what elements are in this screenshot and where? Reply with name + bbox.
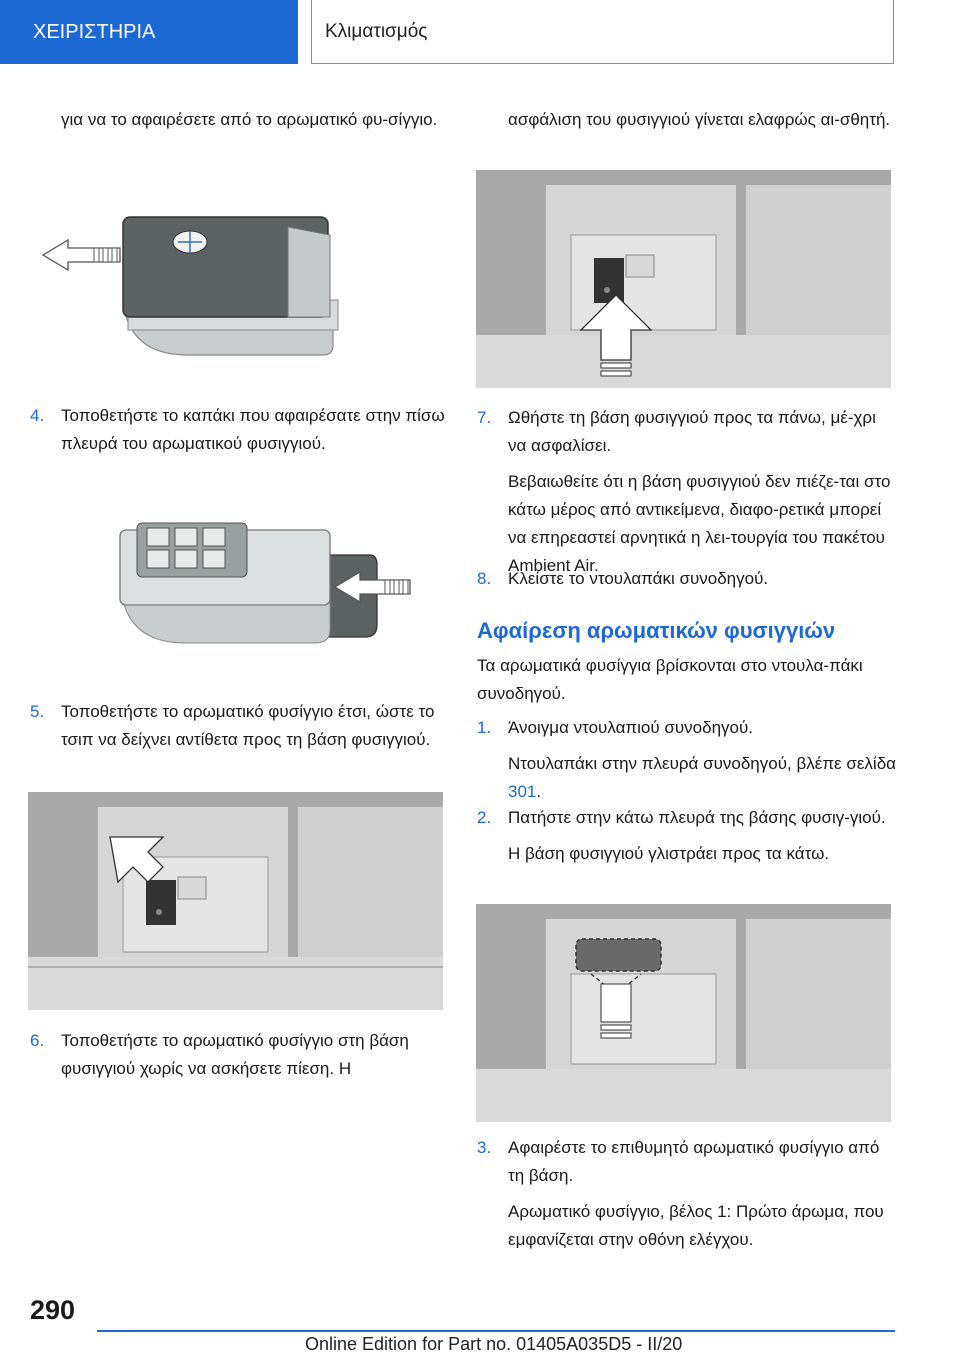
- step-5: 5. Τοποθετήστε το αρωματικό φυσίγγιο έτσ…: [30, 698, 445, 754]
- section-step-2: 2. Πατήστε στην κάτω πλευρά της βάσης φυ…: [477, 804, 897, 868]
- figure-glovebox-push-up: [476, 170, 891, 388]
- figure-glovebox-insert: [28, 792, 443, 1010]
- step-8-text: Κλείστε το ντουλαπάκι συνοδηγού.: [508, 569, 769, 588]
- section-step-2-text: Πατήστε στην κάτω πλευρά της βάσης φυσιγ…: [508, 808, 886, 827]
- step-6: 6. Τοποθετήστε το αρωματικό φυσίγγιο στη…: [30, 1027, 445, 1083]
- section-heading: Αφαίρεση αρωματικών φυσιγγιών: [477, 618, 836, 643]
- section-step-3-text: Αφαιρέστε το επιθυμητό αρωματικό φυσίγγι…: [508, 1138, 880, 1185]
- step-4-text: Τοποθετήστε το καπάκι που αφαιρέσατε στη…: [61, 406, 445, 453]
- footer-edition: Online Edition for Part no. 01405A035D5 …: [305, 1334, 683, 1354]
- step-6-number: 6.: [30, 1031, 45, 1050]
- footer-divider: [97, 1330, 895, 1332]
- section-step-2-note: Η βάση φυσιγγιού γλιστράει προς τα κάτω.: [508, 844, 830, 863]
- page-reference-link[interactable]: 301: [508, 782, 537, 801]
- section-step-1-note: Ντουλαπάκι στην πλευρά συνοδηγού, βλέπε …: [508, 754, 896, 801]
- right-intro-text: ασφάλιση του φυσιγγιού γίνεται ελαφρώς α…: [508, 110, 891, 129]
- section-step-3-number: 3.: [477, 1138, 492, 1157]
- step-4: 4. Τοποθετήστε το καπάκι που αφαιρέσατε …: [30, 402, 445, 458]
- section-step-3: 3. Αφαιρέστε το επιθυμητό αρωματικό φυσί…: [477, 1134, 897, 1254]
- step-7-note: Βεβαιωθείτε ότι η βάση φυσιγγιού δεν πιέ…: [508, 472, 891, 575]
- step-7: 7. Ωθήστε τη βάση φυσιγγιού προς τα πάνω…: [477, 404, 897, 580]
- section-step-1-number: 1.: [477, 718, 492, 737]
- section-intro: Τα αρωματικά φυσίγγια βρίσκονται στο ντο…: [477, 656, 863, 703]
- section-step-2-number: 2.: [477, 808, 492, 827]
- step-8: 8. Κλείστε το ντουλαπάκι συνοδηγού.: [477, 565, 897, 593]
- figure-cap-removal: [38, 205, 398, 370]
- header-chapter-title: Κλιματισμός: [311, 0, 894, 64]
- step-7-text: Ωθήστε τη βάση φυσιγγιού προς τα πάνω, μ…: [508, 408, 876, 455]
- step-7-number: 7.: [477, 408, 492, 427]
- section-step-3-note: Αρωματικό φυσίγγιο, βέλος 1: Πρώτο άρωμα…: [508, 1202, 884, 1249]
- left-intro-text: για να το αφαιρέσετε από το αρωματικό φυ…: [61, 110, 438, 129]
- step-4-number: 4.: [30, 406, 45, 425]
- step-8-number: 8.: [477, 569, 492, 588]
- section-step-1-text: Άνοιγμα ντουλαπιού συνοδηγού.: [508, 718, 754, 737]
- section-step-1: 1. Άνοιγμα ντουλαπιού συνοδηγού. Ντουλαπ…: [477, 714, 897, 806]
- header-section-tab: ΧΕΙΡΙΣΤΗΡΙΑ: [0, 0, 298, 64]
- page-number: 290: [30, 1295, 76, 1325]
- step-5-text: Τοποθετήστε το αρωματικό φυσίγγιο έτσι, …: [61, 702, 435, 749]
- figure-glovebox-slide-down: [476, 904, 891, 1122]
- figure-cap-placement: [115, 515, 435, 645]
- step-6-text: Τοποθετήστε το αρωματικό φυσίγγιο στη βά…: [61, 1031, 409, 1078]
- step-5-number: 5.: [30, 702, 45, 721]
